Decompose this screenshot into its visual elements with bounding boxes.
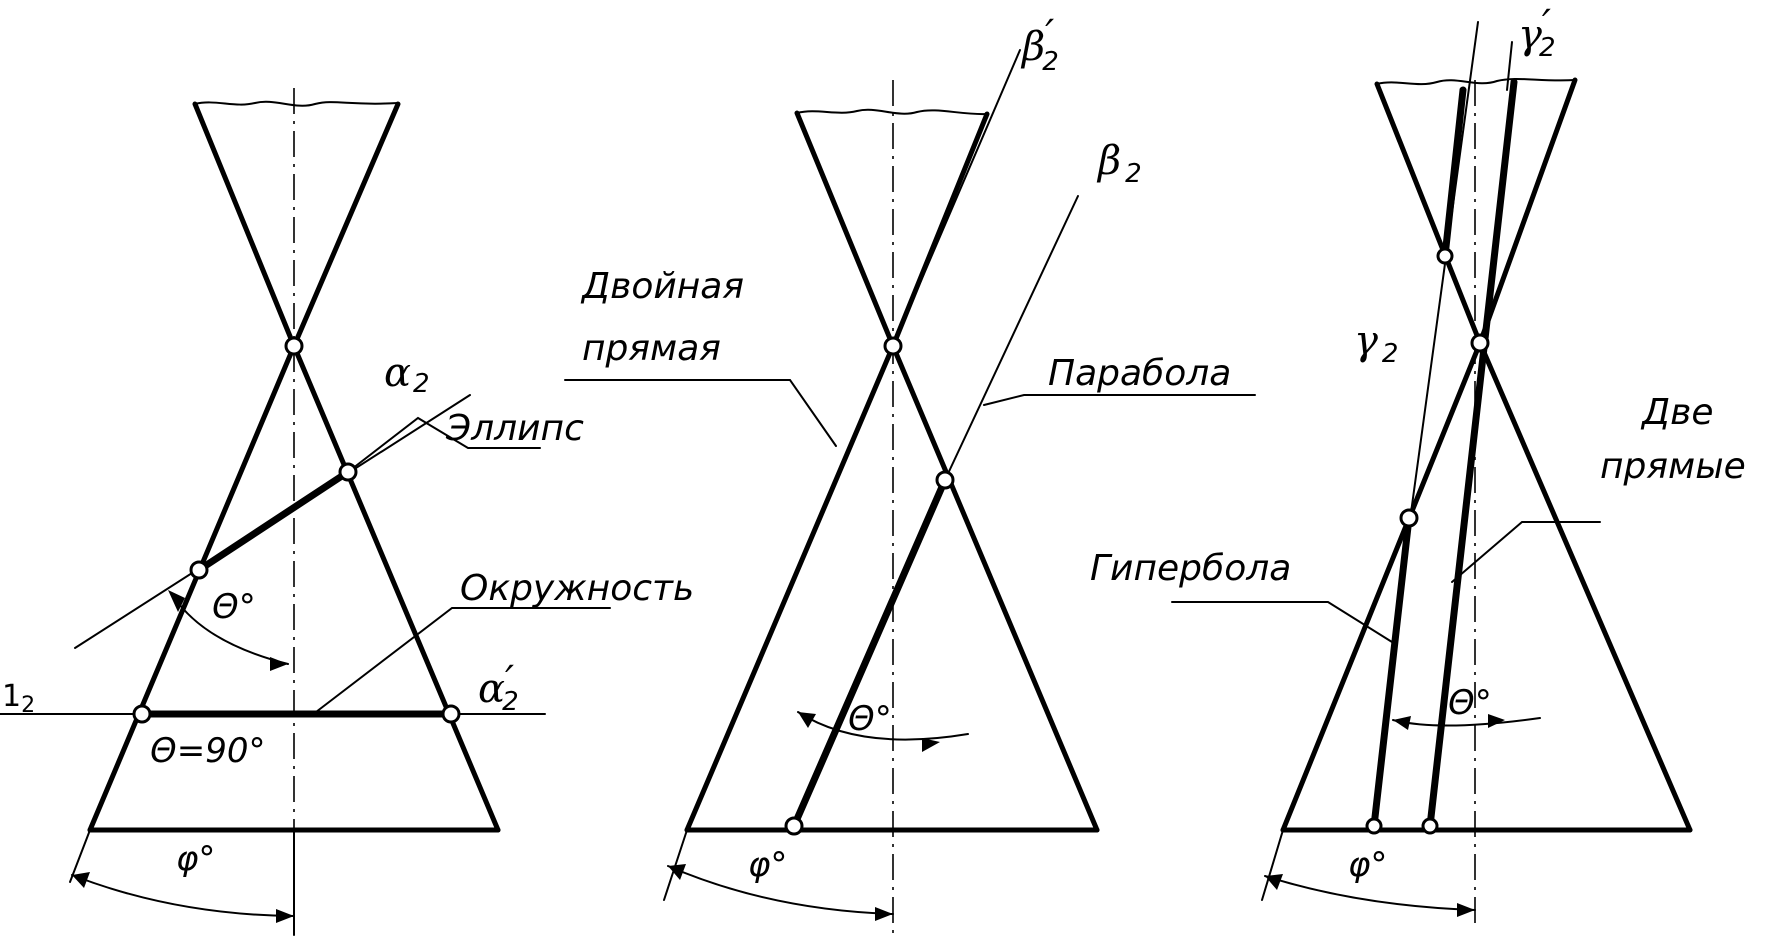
phi-extension-line xyxy=(69,829,91,883)
phi-arc xyxy=(667,865,894,915)
apex-point xyxy=(883,336,903,356)
phi-arc xyxy=(1264,875,1476,911)
hyperbola-upper-branch xyxy=(1441,86,1467,260)
cone-upper-right-edge xyxy=(291,101,401,349)
hyperbola-lower-branch xyxy=(1370,514,1413,830)
circle-leader xyxy=(315,607,611,713)
circle-end-point xyxy=(441,704,461,724)
beta2-prime-label: β′2 xyxy=(1020,12,1059,77)
double-line-leader xyxy=(564,379,837,447)
phi-extension-line xyxy=(1261,829,1284,901)
phi-label: φ° xyxy=(748,845,787,885)
cone-lower-right-edge xyxy=(1477,340,1693,833)
arrowhead xyxy=(668,864,686,880)
phi-arc xyxy=(71,874,295,917)
cone-lower-left-edge xyxy=(684,343,896,833)
hyperbola-leader xyxy=(1171,601,1393,643)
arrowhead xyxy=(1265,874,1283,890)
cone-lower-left-edge xyxy=(87,343,297,833)
cone-lower-left-edge xyxy=(1280,340,1483,833)
phi-extension-line xyxy=(663,829,688,901)
two-lines-label-2: прямые xyxy=(1600,446,1746,487)
arrowhead xyxy=(72,872,90,888)
hyperbola-base-point xyxy=(1365,817,1383,835)
ellipse-end-point xyxy=(189,560,209,580)
parabola-leader xyxy=(983,394,1256,406)
plane-beta2-trace xyxy=(944,195,1079,481)
two-lines-base-point xyxy=(1421,817,1439,835)
arrowhead xyxy=(1393,716,1411,730)
point-1-2-label: 12 xyxy=(2,679,35,718)
parabola-vertex-point xyxy=(935,470,955,490)
circle-end-point xyxy=(132,704,152,724)
cone-upper-left-edge xyxy=(192,101,297,349)
cone-lower-right-edge xyxy=(890,343,1100,833)
arrowhead xyxy=(1457,903,1475,917)
ellipse-chord xyxy=(195,468,352,574)
arrowhead xyxy=(168,590,185,612)
two-lines-section xyxy=(1426,78,1518,830)
plane-beta2-prime-trace xyxy=(892,49,1021,347)
apex-point xyxy=(284,336,304,356)
hyperbola-vertex-point xyxy=(1399,508,1419,528)
cone-upper-left-edge xyxy=(794,110,896,349)
hyperbola-label: Гипербола xyxy=(1090,548,1291,589)
double-line-label-1: Двойная xyxy=(580,266,744,307)
hyperbola-vertex-point xyxy=(1436,247,1454,265)
phi-label: φ° xyxy=(1348,845,1387,885)
phi-label: φ° xyxy=(176,839,215,879)
plane-gamma2-trace xyxy=(1409,21,1479,521)
cone-lower-right-edge xyxy=(291,343,501,833)
apex-point xyxy=(1470,333,1490,353)
alpha2-label: α2 xyxy=(384,350,430,399)
theta-label: Θ° xyxy=(212,587,256,627)
arrowhead xyxy=(276,909,294,923)
cone-upper-left-edge xyxy=(1374,81,1483,346)
ellipse-end-point xyxy=(338,462,358,482)
circle-label: Окружность xyxy=(460,568,694,609)
gamma2-prime-label: γ′2 xyxy=(1518,2,1556,63)
parabola-label: Парабола xyxy=(1048,353,1231,394)
two-lines-label-1: Две xyxy=(1640,392,1714,433)
theta-arc xyxy=(797,711,969,741)
theta-90-label: Θ=90° xyxy=(150,731,266,771)
theta-label: Θ° xyxy=(848,699,892,739)
ellipse-leader xyxy=(347,416,541,473)
arrowhead xyxy=(875,907,893,921)
arrowhead xyxy=(922,738,940,752)
cone-break-line xyxy=(1376,77,1576,86)
cone-upper-right-edge xyxy=(1477,77,1578,346)
parabola-base-point xyxy=(784,816,804,836)
panel-ellipse-circle: α2 Эллипс Окружность α′2 12 Θ° Θ=90° φ° xyxy=(0,88,694,936)
theta-label: Θ° xyxy=(1448,683,1492,723)
plane-gamma2-prime-trace xyxy=(1506,41,1513,91)
cone-break-line xyxy=(194,100,399,107)
ellipse-label: Эллипс xyxy=(445,408,584,449)
arrowhead xyxy=(270,657,288,671)
cone-break-line xyxy=(796,108,988,116)
arrowhead xyxy=(798,712,816,728)
parabola-section-line xyxy=(790,476,949,830)
alpha2-prime-label: α′2 xyxy=(478,658,519,717)
two-lines-leader xyxy=(1451,521,1601,583)
arrowhead xyxy=(1488,714,1505,728)
double-line-label-2: прямая xyxy=(582,328,721,369)
